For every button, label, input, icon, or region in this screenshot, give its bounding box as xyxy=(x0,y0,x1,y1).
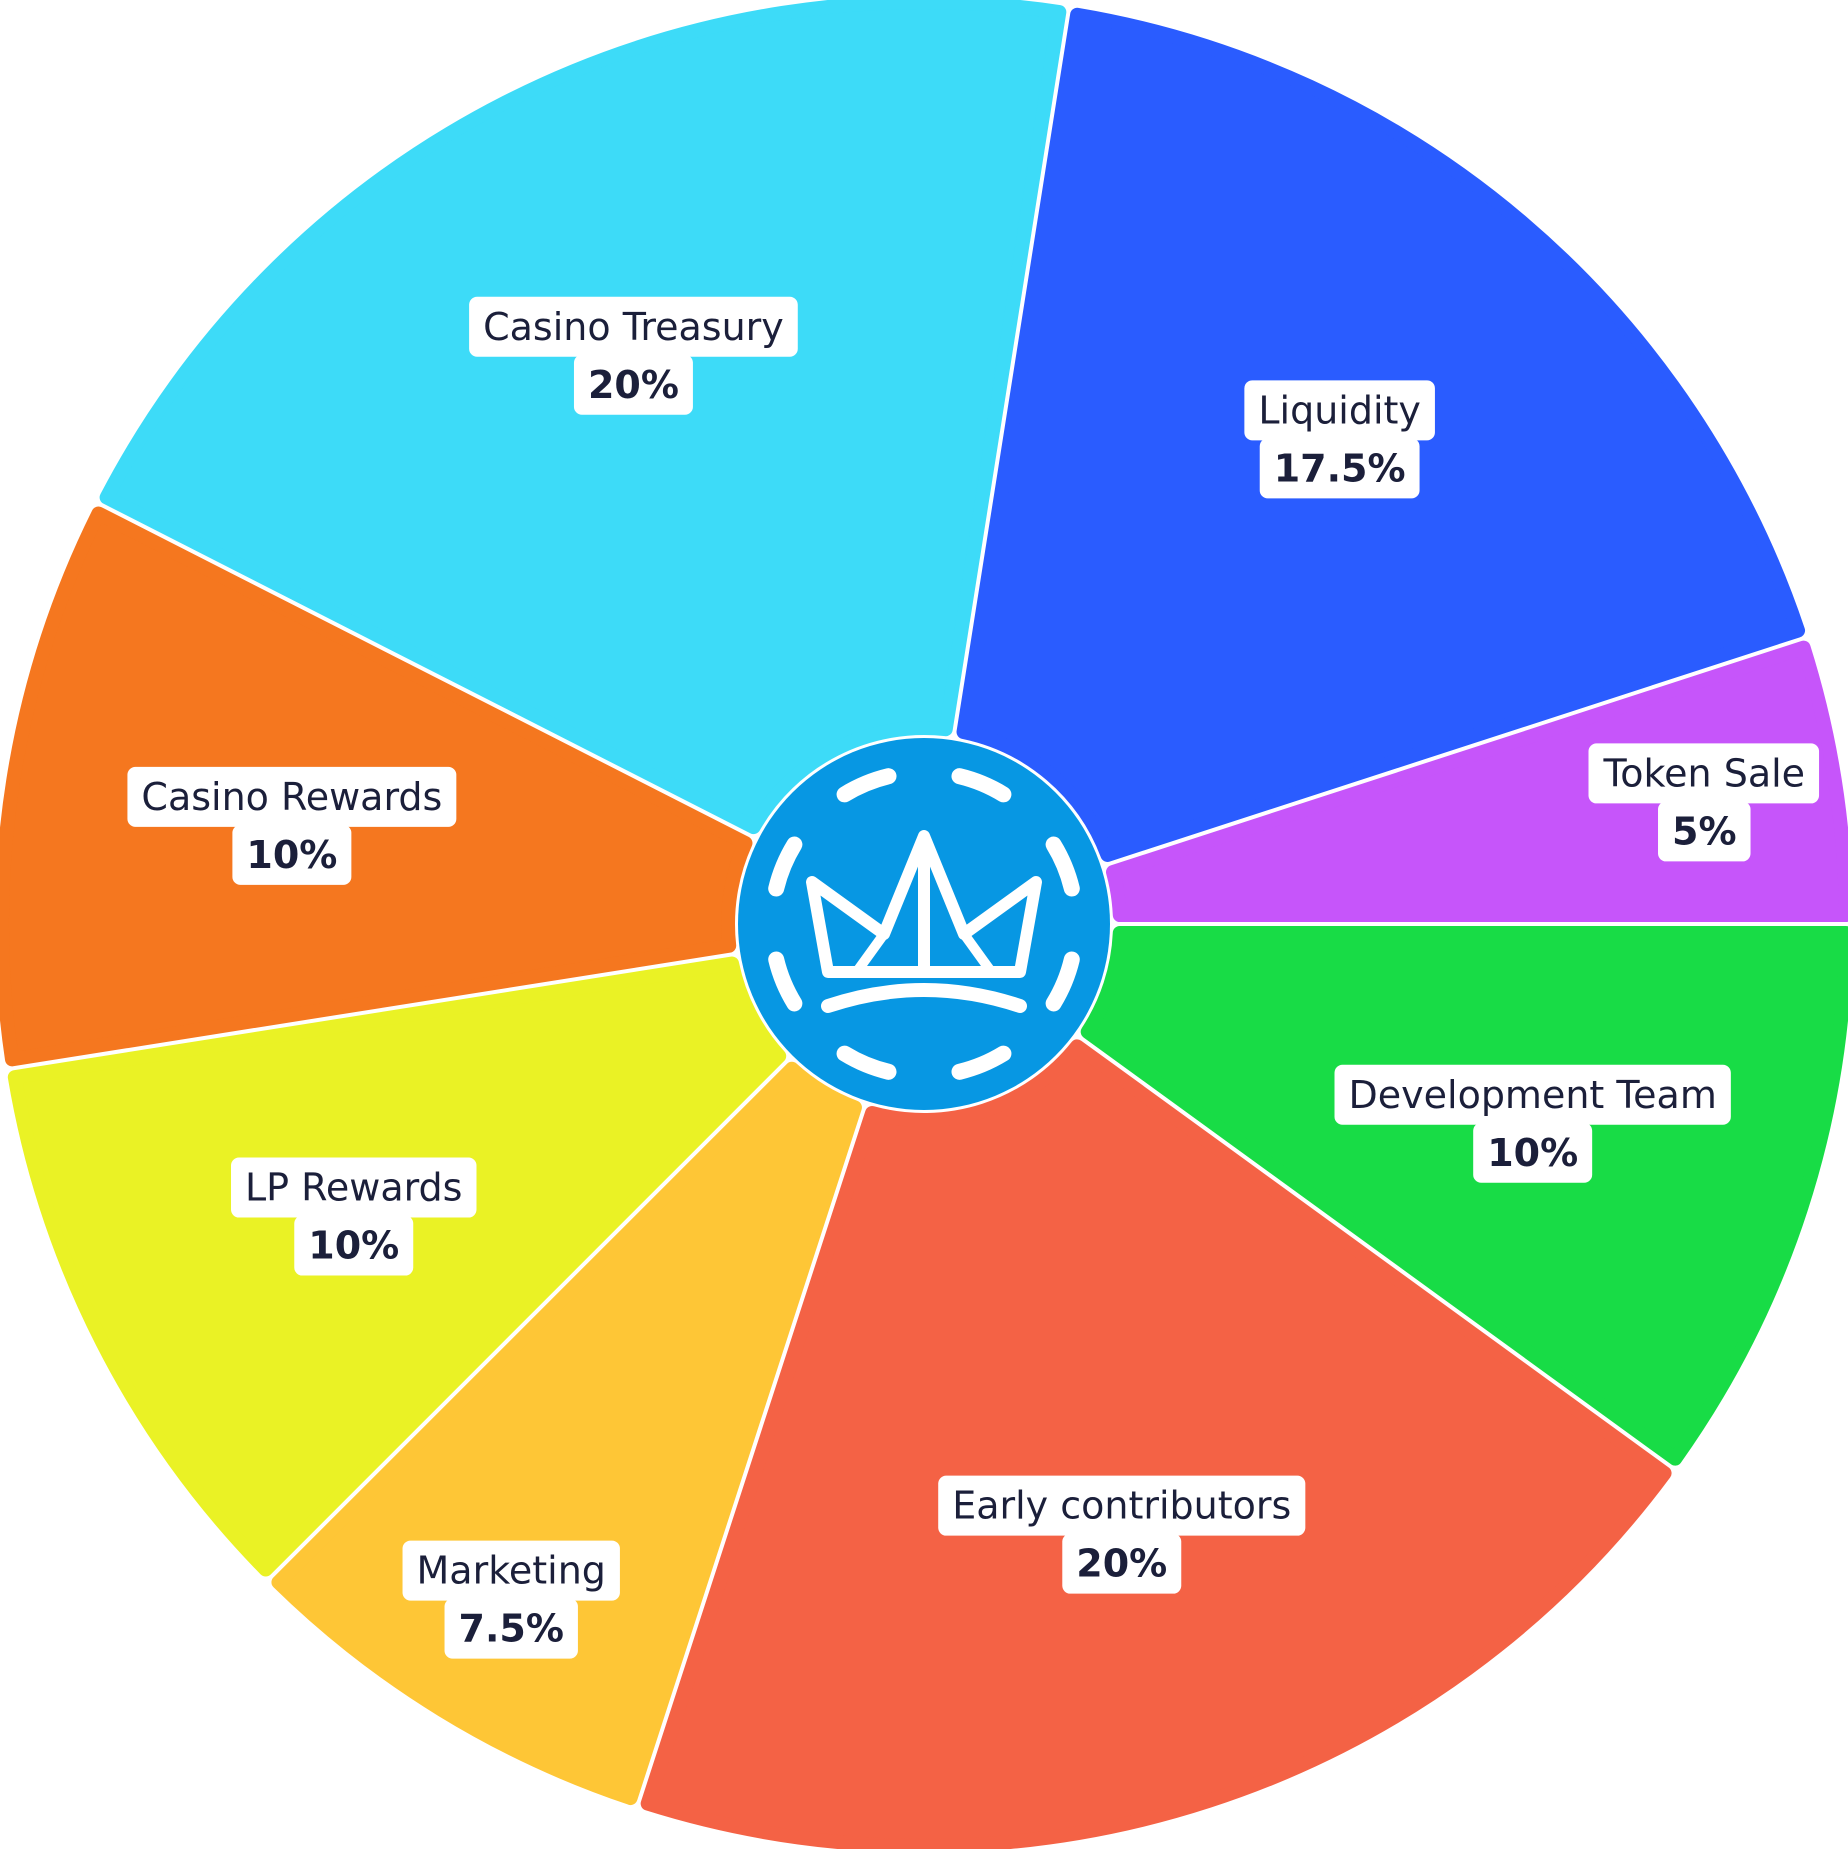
pie-label-value-box xyxy=(1062,1533,1182,1594)
pie-label-value-box xyxy=(294,1215,414,1276)
chip-rim-segment xyxy=(836,768,897,803)
pie-label-token-sale: Token Sale 5% xyxy=(1588,743,1820,862)
pie-label-value-box xyxy=(1658,801,1751,862)
pie-label-lp-rewards: LP Rewards 10% xyxy=(231,1157,477,1276)
chip-rim-segment xyxy=(768,951,803,1012)
pie-label-name: LP Rewards xyxy=(245,1166,462,1210)
pie-label-early-contributors: Early contributors 20% xyxy=(938,1475,1306,1594)
pie-label-value: 20% xyxy=(1076,1542,1167,1586)
pie-label-name: Liquidity xyxy=(1258,388,1421,432)
pie-label-casino-treasury: Casino Treasury 20% xyxy=(469,296,798,415)
chip-rim-segment xyxy=(836,1045,897,1080)
pie-label-value: 10% xyxy=(308,1224,399,1268)
chip-rim-segment xyxy=(1045,836,1080,897)
crown-base-arc xyxy=(821,983,1027,1013)
pie-label-value: 17.5% xyxy=(1274,446,1406,490)
pie-label-value-box xyxy=(1259,438,1420,499)
chip-rim-segment xyxy=(951,768,1012,803)
pie-label-name: Token Sale xyxy=(1603,751,1806,795)
pie-slice-early-contributors xyxy=(640,1039,1672,1849)
pie-label-name-box xyxy=(1244,380,1435,441)
chip-rim-segment xyxy=(768,836,803,897)
pie-label-value: 10% xyxy=(1487,1131,1578,1175)
pie-label-development-team: Development Team 10% xyxy=(1334,1064,1731,1183)
pie-label-name-box xyxy=(1334,1064,1731,1125)
crown-chip-icon xyxy=(738,738,1110,1110)
chip-rim-segment xyxy=(951,1045,1012,1080)
pie-label-liquidity: Liquidity 17.5% xyxy=(1244,380,1435,499)
pie-label-value: 7.5% xyxy=(459,1607,564,1651)
pie-label-casino-rewards: Casino Rewards 10% xyxy=(127,766,457,885)
pie-label-marketing: Marketing 7.5% xyxy=(402,1540,620,1659)
pie-label-name: Casino Treasury xyxy=(483,305,784,349)
pie-label-value-box xyxy=(1473,1122,1593,1183)
pie-labels: Liquidity 17.5% Token Sale 5% Development Te… xyxy=(127,296,1820,1659)
pie-label-value-box xyxy=(232,824,352,885)
crown-right-strut xyxy=(959,931,995,973)
pie-label-value: 5% xyxy=(1672,809,1737,853)
pie-label-name-box xyxy=(1588,743,1820,804)
pie-label-value-box xyxy=(573,354,693,415)
pie-label-value: 20% xyxy=(588,363,679,407)
pie-label-name-box xyxy=(127,766,457,827)
pie-label-value-box xyxy=(444,1598,578,1659)
pie-slice-development-team xyxy=(1080,925,1848,1466)
pie-label-value: 10% xyxy=(246,833,337,877)
chip-rim-segment xyxy=(1045,951,1080,1012)
pie-label-name: Early contributors xyxy=(952,1484,1291,1528)
pie-slice-marketing xyxy=(271,1061,862,1806)
pie-label-name-box xyxy=(938,1475,1306,1536)
pie-label-name-box xyxy=(402,1540,620,1601)
pie-label-name: Casino Rewards xyxy=(141,775,442,819)
crown-outline xyxy=(806,830,1042,978)
pie-label-name-box xyxy=(231,1157,477,1218)
pie-label-name-box xyxy=(469,296,798,357)
crown-left-strut xyxy=(853,931,889,973)
pie-label-name: Development Team xyxy=(1349,1073,1717,1117)
pie-label-name: Marketing xyxy=(417,1549,606,1593)
